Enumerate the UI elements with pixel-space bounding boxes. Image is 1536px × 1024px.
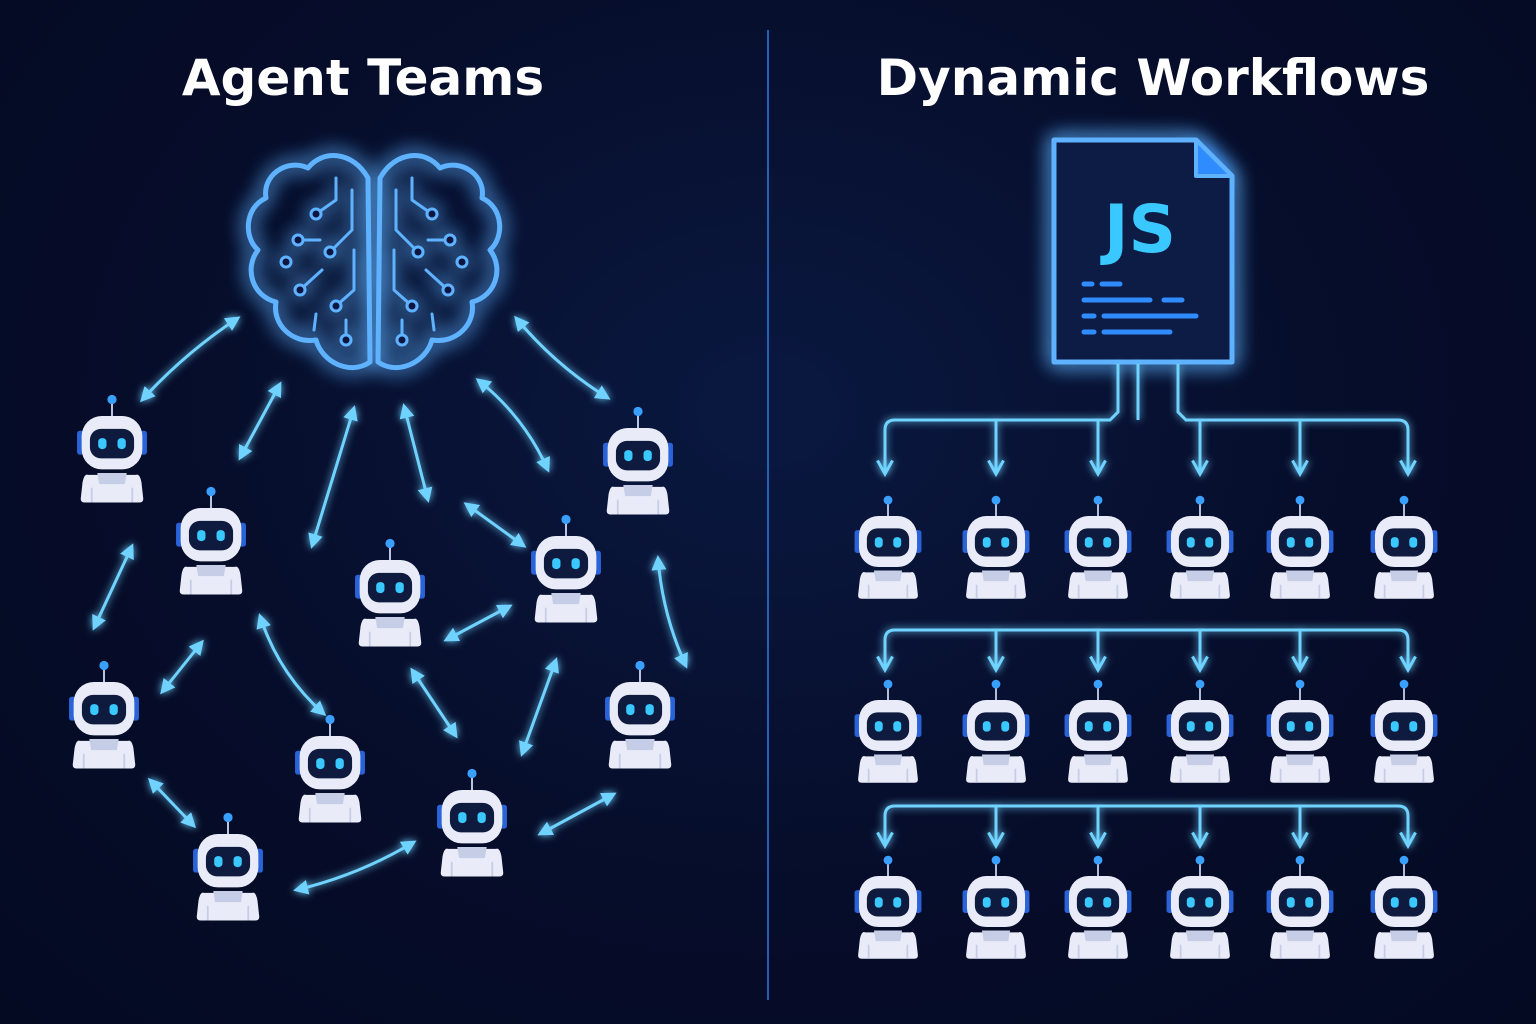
agent-connections — [92, 315, 688, 895]
bidirectional-arrow — [160, 639, 204, 695]
robot-icon — [68, 659, 140, 770]
robot-icon — [1165, 678, 1235, 784]
robot-icon — [1369, 678, 1439, 784]
robot-icon — [1165, 854, 1235, 960]
robot-icon — [1265, 678, 1335, 784]
robot-icon — [961, 678, 1031, 784]
bidirectional-arrow — [238, 381, 282, 461]
workflow-robots — [853, 494, 1439, 960]
js-file-label: JS — [1100, 191, 1176, 268]
robot-icon — [354, 537, 426, 648]
bidirectional-arrow — [92, 543, 134, 631]
bidirectional-arrow — [139, 316, 241, 403]
brain-circuit-icon — [245, 153, 503, 370]
bidirectional-arrow — [256, 613, 327, 716]
agent-teams-title: Agent Teams — [182, 49, 544, 107]
agent-team-robots — [68, 393, 676, 922]
robot-icon — [294, 713, 366, 824]
robot-icon — [530, 513, 602, 624]
bidirectional-arrow — [475, 378, 550, 473]
robot-icon — [961, 494, 1031, 600]
robot-icon — [192, 811, 264, 922]
bidirectional-arrow — [308, 405, 358, 549]
bidirectional-arrow — [519, 657, 559, 757]
code-lines — [1081, 281, 1199, 335]
robot-icon — [1063, 678, 1133, 784]
robot-icon — [1063, 854, 1133, 960]
workflow-connectors — [885, 364, 1408, 846]
bidirectional-arrow — [537, 792, 617, 836]
dynamic-workflows-title: Dynamic Workflows — [877, 49, 1430, 107]
robot-icon — [436, 767, 508, 878]
bidirectional-arrow — [410, 667, 458, 739]
robot-icon — [602, 405, 674, 516]
bidirectional-arrow — [443, 604, 513, 642]
javascript-file-icon — [1051, 137, 1235, 365]
bidirectional-arrow — [399, 403, 433, 503]
robot-icon — [1265, 494, 1335, 600]
robot-icon — [76, 393, 148, 504]
bidirectional-arrow — [147, 777, 197, 829]
robot-icon — [853, 678, 923, 784]
robot-icon — [1063, 494, 1133, 600]
robot-icon — [1265, 854, 1335, 960]
robot-icon — [604, 659, 676, 770]
robot-icon — [1165, 494, 1235, 600]
robot-icon — [1369, 854, 1439, 960]
bidirectional-arrow — [514, 315, 611, 400]
bidirectional-arrow — [463, 502, 527, 548]
robot-icon — [961, 854, 1031, 960]
bidirectional-arrow — [293, 840, 417, 895]
bidirectional-arrow — [651, 555, 688, 669]
robot-icon — [175, 485, 247, 596]
robot-icon — [853, 854, 923, 960]
robot-icon — [1369, 494, 1439, 600]
robot-icon — [853, 494, 923, 600]
